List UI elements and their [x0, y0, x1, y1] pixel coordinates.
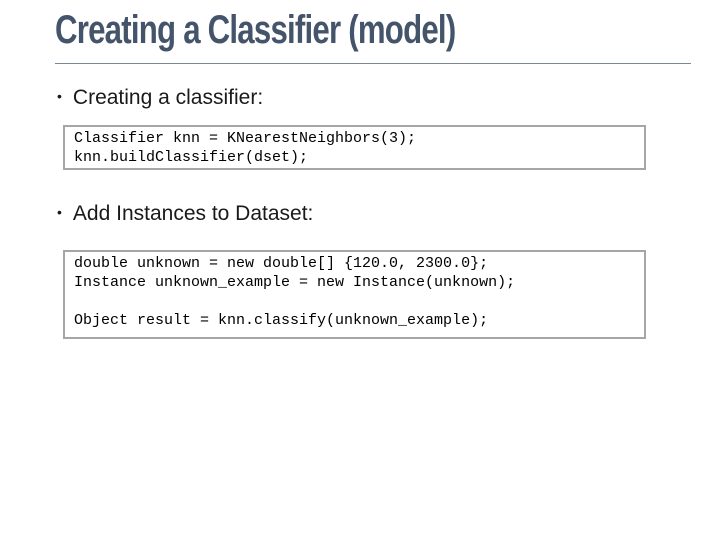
- code-line-blank: [74, 292, 638, 311]
- code-line: Classifier knn = KNearestNeighbors(3);: [74, 130, 417, 147]
- bullet-text: Creating a classifier:: [72, 86, 264, 109]
- bullet-item-creating-classifier: • Creating a classifier:: [57, 84, 263, 113]
- slide-title: Creating a Classifier (model): [55, 8, 456, 52]
- code-line: knn.buildClassifier(dset);: [74, 149, 309, 166]
- code-line: Instance unknown_example = new Instance(…: [74, 274, 516, 291]
- code-box-create-classifier: Classifier knn = KNearestNeighbors(3); k…: [63, 125, 646, 170]
- code-line: double unknown = new double[] {120.0, 23…: [74, 255, 489, 272]
- bullet-text: Add Instances to Dataset:: [72, 202, 314, 225]
- bullet-icon: •: [57, 204, 62, 220]
- code-box-add-instances: double unknown = new double[] {120.0, 23…: [63, 250, 646, 339]
- bullet-item-add-instances: • Add Instances to Dataset:: [57, 200, 313, 229]
- code-line: Object result = knn.classify(unknown_exa…: [74, 312, 489, 329]
- title-underline-rule: [55, 63, 691, 64]
- bullet-icon: •: [57, 88, 62, 104]
